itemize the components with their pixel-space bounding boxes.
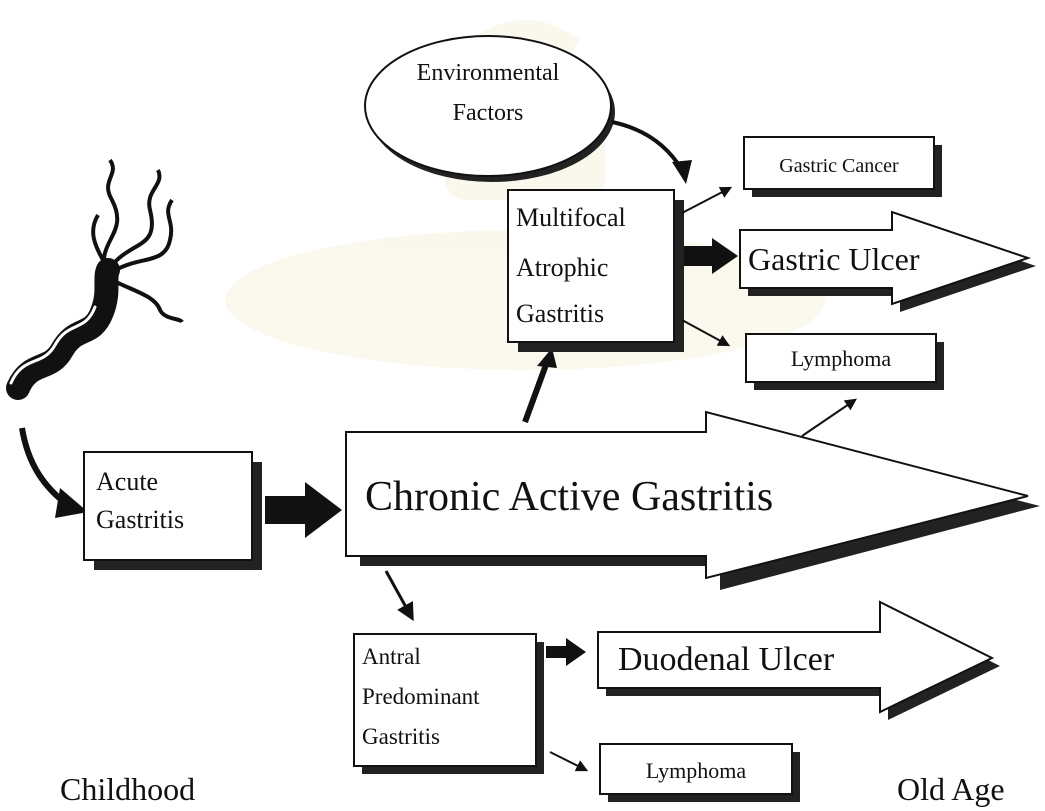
acute-to-chronic-arrow <box>265 482 342 538</box>
antral-to-lymphoma-arrow <box>550 752 586 770</box>
gastric-cancer-label: Gastric Cancer <box>779 155 899 177</box>
chronic-active-gastritis-arrow: Chronic Active Gastritis <box>346 412 1040 590</box>
antral-line2: Predominant <box>362 684 480 709</box>
multifocal-line2: Atrophic <box>516 253 608 282</box>
antral-predominant-gastritis-box: Antral Predominant Gastritis <box>354 634 544 774</box>
environmental-factors-ellipse: Environmental Factors <box>365 36 615 182</box>
multifocal-to-cancer-arrow <box>682 188 730 213</box>
acute-line2: Gastritis <box>96 505 184 534</box>
antral-to-duodenal-arrow <box>546 638 586 666</box>
multifocal-atrophic-gastritis-box: Multifocal Atrophic Gastritis <box>508 190 684 352</box>
lymphoma-bottom-label: Lymphoma <box>646 758 746 783</box>
acute-line1: Acute <box>96 467 158 496</box>
duodenal-ulcer-arrow: Duodenal Ulcer <box>598 602 1000 720</box>
chronic-label: Chronic Active Gastritis <box>365 474 773 520</box>
environmental-line1: Environmental <box>417 60 560 86</box>
gastric-cancer-box: Gastric Cancer <box>744 137 942 197</box>
timeline-end-label: Old Age <box>897 771 1005 807</box>
chronic-to-antral-arrow <box>386 571 412 618</box>
antral-line3: Gastritis <box>362 724 440 749</box>
gastric-ulcer-label: Gastric Ulcer <box>748 241 920 277</box>
lymphoma-bottom-box: Lymphoma <box>600 744 800 802</box>
helicobacter-pylori-bacterium-icon <box>11 160 182 388</box>
lymphoma-top-label: Lymphoma <box>791 346 891 371</box>
multifocal-line1: Multifocal <box>516 203 626 232</box>
environmental-line2: Factors <box>453 100 524 126</box>
lymphoma-top-box: Lymphoma <box>746 334 944 390</box>
timeline-start-label: Childhood <box>60 771 195 807</box>
duodenal-ulcer-label: Duodenal Ulcer <box>618 641 835 678</box>
antral-line1: Antral <box>362 644 421 669</box>
multifocal-line3: Gastritis <box>516 299 604 328</box>
acute-gastritis-box: Acute Gastritis <box>84 452 262 570</box>
chronic-to-lymphoma-arrow <box>802 400 855 436</box>
environment-to-multifocal-arrowhead <box>672 160 692 184</box>
